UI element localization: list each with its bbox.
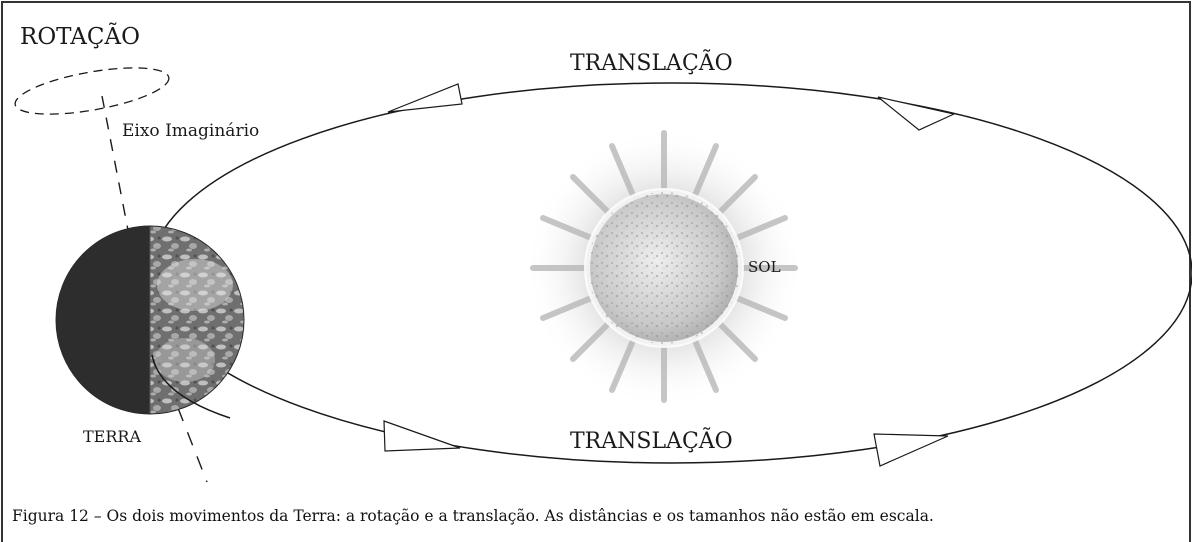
rotation-title: ROTAÇÃO <box>20 22 140 50</box>
orbit-arrow-top-left <box>387 83 463 113</box>
axis-label: Eixo Imaginário <box>122 121 259 141</box>
orbit-arrow-bottom-left <box>383 420 461 452</box>
imaginary-axis-bottom <box>177 407 208 483</box>
earth-label: TERRA <box>83 427 141 446</box>
rotation-ellipse <box>14 67 170 115</box>
sun-label: SOL <box>748 258 781 276</box>
orbit-arrow-top-right <box>877 96 956 131</box>
earth <box>55 225 245 415</box>
orbit-front-segment <box>151 354 231 419</box>
figure-caption: Figura 12 – Os dois movimentos da Terra:… <box>12 507 934 525</box>
orbit-arrow-bottom-right <box>873 433 949 467</box>
imaginary-axis-top <box>101 95 129 231</box>
translation-label-bottom: TRANSLAÇÃO <box>570 426 733 454</box>
translation-label-top: TRANSLAÇÃO <box>570 48 733 76</box>
sun <box>524 128 804 408</box>
